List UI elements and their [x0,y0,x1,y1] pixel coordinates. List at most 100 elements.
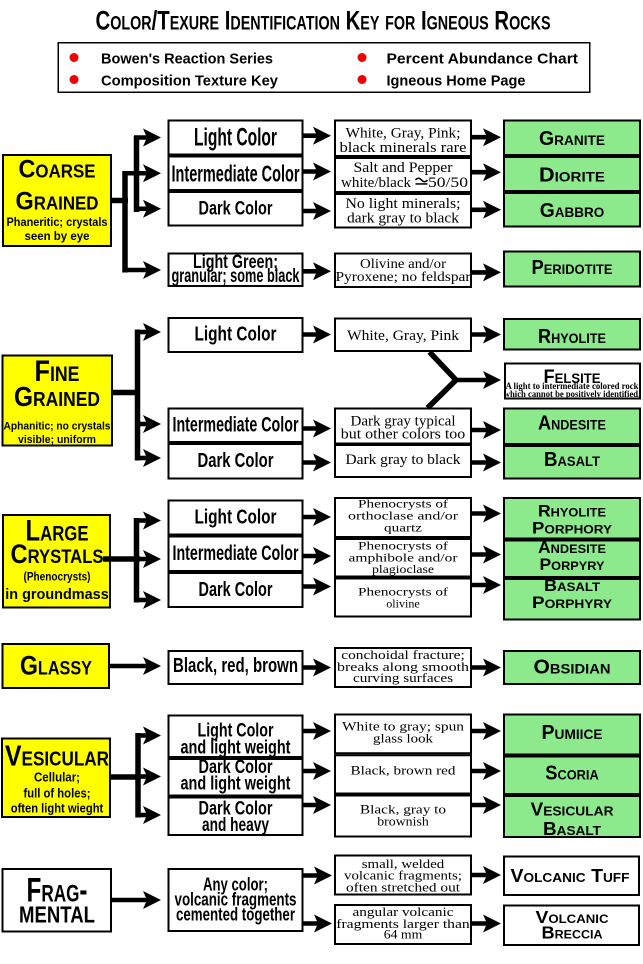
svg-text:Phenocrysts of: Phenocrysts of [358,585,448,599]
svg-text:Intermediate Color: Intermediate Color [173,542,299,565]
svg-text:Porphyry: Porphyry [532,594,612,612]
svg-text:A light to intermediate colore: A light to intermediate colored rock [506,381,639,391]
svg-text:White, Gray, Pink;: White, Gray, Pink; [346,126,461,142]
svg-text:Andesite: Andesite [538,539,606,557]
svg-text:Basalt: Basalt [544,449,600,471]
svg-text:50/50: 50/50 [428,175,468,191]
svg-text:Bowen's Reaction Series: Bowen's Reaction Series [101,51,273,68]
svg-text:and light weight: and light weight [181,773,291,795]
svg-text:Dark Color: Dark Color [199,579,273,601]
svg-text:Volcanic Tuff: Volcanic Tuff [511,865,630,886]
svg-text:Porphory: Porphory [532,520,612,538]
svg-text:volcanic fragments;: volcanic fragments; [344,869,462,883]
svg-text:fragments larger than: fragments larger than [336,917,470,931]
svg-text:Breccia: Breccia [542,923,603,943]
svg-text:Pumiice: Pumiice [542,722,603,744]
svg-text:visible; uniform: visible; uniform [18,434,96,446]
svg-text:Light Color: Light Color [198,720,274,742]
svg-text:Large: Large [26,515,89,548]
svg-text:Phaneritic; crystals: Phaneritic; crystals [7,217,108,229]
svg-text:Intermediate Color: Intermediate Color [173,414,299,437]
svg-text:Basalt: Basalt [544,577,601,595]
svg-text:Obsidian: Obsidian [534,657,611,679]
svg-text:Diorite: Diorite [539,165,605,187]
svg-text:olivine: olivine [386,597,420,611]
svg-text:Coarse: Coarse [19,156,96,184]
svg-text:Aphanitic; no crystals: Aphanitic; no crystals [4,421,111,433]
svg-text:angular volcanic: angular volcanic [353,905,455,919]
svg-text:small, welded: small, welded [362,857,445,871]
svg-text:Phenocrysts of: Phenocrysts of [358,539,448,553]
svg-text:Composition Texture Key: Composition Texture Key [101,73,279,90]
svg-text:orthoclase and/or: orthoclase and/or [348,509,458,523]
svg-text:Light Color: Light Color [195,506,277,529]
svg-text:Frag-: Frag- [27,872,88,910]
svg-text:Peridotite: Peridotite [532,257,613,279]
svg-text:conchoidal fracture;: conchoidal fracture; [341,648,465,662]
svg-text:which cannot be positively ide: which cannot be positively identified. [504,389,641,399]
svg-text:Gabbro: Gabbro [540,200,605,222]
svg-text:cemented together: cemented together [176,904,295,925]
svg-text:64 mm: 64 mm [384,928,423,942]
svg-text:white/black: white/black [341,175,411,191]
svg-text:in groundmass: in groundmass [5,587,109,603]
svg-text:Dark gray typical: Dark gray typical [351,414,456,430]
svg-text:Olivine and/or: Olivine and/or [360,256,447,271]
svg-text:Volcanic: Volcanic [536,907,609,927]
svg-text:Phenocrysts of: Phenocrysts of [358,497,448,511]
svg-text:(Phenocrysts): (Phenocrysts) [24,572,91,584]
svg-text:full of holes;: full of holes; [24,787,91,801]
svg-text:Granite: Granite [539,128,605,150]
svg-text:black minerals rare: black minerals rare [340,140,467,156]
svg-text:Dark Color: Dark Color [199,199,273,220]
svg-text:Black, red, brown: Black, red, brown [173,655,298,677]
svg-text:curving surfaces: curving surfaces [353,671,453,685]
svg-text:Dark Color: Dark Color [199,756,273,778]
svg-text:Intermediate Color: Intermediate Color [172,161,300,187]
svg-text:Grained: Grained [14,381,100,412]
svg-text:amphibole and/or: amphibole and/or [349,551,458,565]
svg-text:breaks along smooth: breaks along smooth [337,660,470,674]
svg-text:Salt and Pepper: Salt and Pepper [354,160,453,176]
svg-text:Fine: Fine [35,355,80,388]
svg-text:Black, gray to: Black, gray to [360,803,446,817]
svg-text:dark gray to black: dark gray to black [347,211,460,227]
svg-text:Dark gray to black: Dark gray to black [346,452,462,468]
svg-text:Dark Color: Dark Color [198,450,274,472]
svg-text:Rhyolite: Rhyolite [538,503,606,521]
svg-text:Crystals: Crystals [11,539,104,569]
svg-text:Color/Texure Identification Ke: Color/Texure Identification Key for Igne… [96,6,551,36]
svg-text:Vesicular: Vesicular [531,800,615,820]
svg-text:Dark Color: Dark Color [199,798,273,820]
svg-text:White to gray; spun: White to gray; spun [342,720,465,734]
svg-text:often stretched out: often stretched out [346,881,461,895]
svg-text:Cellular;: Cellular; [34,771,80,785]
svg-text:volcanic fragments: volcanic fragments [175,889,297,910]
svg-text:MENTAL: MENTAL [19,902,95,928]
svg-text:Rhyolite: Rhyolite [538,326,606,348]
svg-text:Porpyry: Porpyry [540,556,605,574]
svg-text:quartz: quartz [384,521,422,535]
svg-text:glass look: glass look [373,732,434,746]
svg-text:Any color;: Any color; [203,874,268,895]
svg-text:Vesicular: Vesicular [5,741,109,773]
svg-text:Light Color: Light Color [194,124,277,152]
svg-text:and light weight: and light weight [181,737,291,759]
svg-text:and heavy: and heavy [202,814,269,836]
svg-text:plagioclase: plagioclase [372,562,434,576]
svg-text:Felsite: Felsite [544,366,601,388]
svg-text:Pyroxene; no feldspar: Pyroxene; no feldspar [336,269,472,284]
svg-text:Andesite: Andesite [538,413,606,435]
svg-text:but other colors too: but other colors too [341,427,466,443]
svg-text:White, Gray, Pink: White, Gray, Pink [347,328,460,344]
svg-text:granular; some black: granular; some black [172,266,300,287]
svg-text:Black, brown red: Black, brown red [351,764,457,778]
svg-text:No light minerals;: No light minerals; [346,196,461,212]
svg-text:Percent Abundance Chart: Percent Abundance Chart [387,51,579,68]
svg-text:Light Color: Light Color [195,324,277,346]
svg-text:Basalt: Basalt [543,819,601,839]
svg-text:seen by eye: seen by eye [25,231,90,243]
svg-text:Scoria: Scoria [545,763,599,785]
svg-text:brownish: brownish [377,815,429,829]
svg-text:Glassy: Glassy [20,651,92,681]
